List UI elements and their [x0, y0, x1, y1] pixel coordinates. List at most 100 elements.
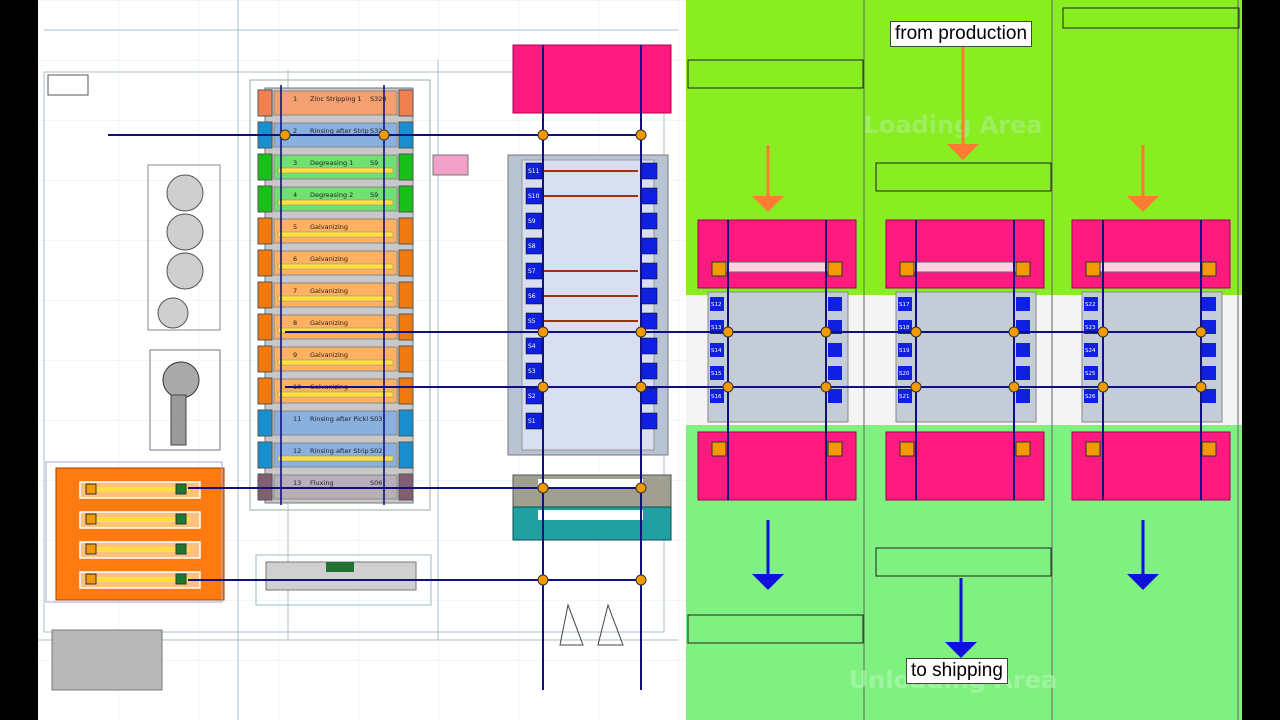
- inbound-arrow-right: [1127, 145, 1159, 212]
- loading-trolley-right: [1015, 261, 1031, 277]
- unloading-trolley-left: [1085, 441, 1101, 457]
- tank-body: [273, 186, 398, 212]
- loading-area-watermark: Loading Area: [864, 111, 1043, 139]
- tank-number: 7: [293, 287, 297, 295]
- slot-marker-right: [828, 297, 842, 311]
- tank-rack-bar: [277, 263, 394, 270]
- tank-body: [273, 378, 398, 404]
- rail-junction-12: [1195, 326, 1207, 338]
- arrow-head: [1127, 574, 1159, 590]
- loading-rack: [903, 261, 1025, 273]
- pretreat-row-1: [79, 481, 201, 499]
- tank-name: Degreasing 1: [310, 159, 353, 167]
- slot-marker-right: [828, 343, 842, 357]
- tank-name: Rinsing after Strip: [310, 447, 369, 455]
- tank-side-left: [257, 89, 273, 117]
- slot-marker-right: [1016, 320, 1030, 334]
- slot-marker-left: [898, 297, 912, 311]
- tank-code: S03: [370, 415, 382, 423]
- tank-rack-bar: [277, 199, 394, 206]
- rail-junction-10: [1008, 326, 1020, 338]
- tank-number: 13: [293, 479, 301, 487]
- tank-side-left: [257, 313, 273, 341]
- slot-label: S7: [528, 268, 536, 275]
- pretreat-trolley-right: [175, 513, 187, 525]
- slot-label: S10: [528, 193, 540, 200]
- slot-marker-right: [640, 187, 658, 205]
- arrow-head: [947, 144, 979, 160]
- station-slot-S20: S20: [898, 366, 1030, 380]
- slot-marker-right: [640, 312, 658, 330]
- loading-rack: [1089, 261, 1211, 273]
- machinery-area: [47, 74, 469, 451]
- tank-number: 12: [293, 447, 301, 455]
- rail-junction-3: [537, 129, 549, 141]
- tank-code: S02: [370, 447, 382, 455]
- station-slot-S12: S12: [710, 297, 842, 311]
- slot-marker-right: [1016, 343, 1030, 357]
- arrow-head: [752, 574, 784, 590]
- tank-name: Fluxing: [310, 479, 334, 487]
- tank-side-right: [398, 441, 414, 469]
- tank-name: Zinc Stripping 1: [310, 95, 362, 103]
- station-slot-S13: S13: [710, 320, 842, 334]
- slot-marker-left: [710, 320, 724, 334]
- rail-junction-21: [537, 482, 549, 494]
- rail-junction-22: [635, 482, 647, 494]
- rail-junction-24: [635, 574, 647, 586]
- tank-side-right: [398, 377, 414, 405]
- station-slot-S25: S25: [1084, 366, 1216, 380]
- slot-marker-left: [898, 366, 912, 380]
- slot-label: S20: [899, 371, 910, 377]
- slot-marker-right: [1016, 389, 1030, 403]
- tank-side-right: [398, 249, 414, 277]
- tank-side-left: [257, 345, 273, 373]
- tank-body: [273, 410, 398, 436]
- slot-marker-right: [640, 362, 658, 380]
- storage-rack: [707, 291, 849, 423]
- rail-junction-18: [1008, 381, 1020, 393]
- tank-name: Galvanizing: [310, 223, 348, 231]
- pretreat-trolley-right: [175, 573, 187, 585]
- slot-label: S6: [528, 293, 536, 300]
- pretreat-trolley-left: [85, 543, 97, 555]
- loading-trolley-right: [827, 261, 843, 277]
- station-slot-S21: S21: [898, 389, 1030, 403]
- slot-marker-right: [1202, 297, 1216, 311]
- tank-side-left: [257, 377, 273, 405]
- loading-rack: [715, 261, 837, 273]
- slot-label: S23: [1085, 325, 1096, 331]
- loading-trolley-left: [1085, 261, 1101, 277]
- station-slot-S22: S22: [1084, 297, 1216, 311]
- slot-marker-right: [828, 366, 842, 380]
- station-slot-S16: S16: [710, 389, 842, 403]
- tank-side-left: [257, 185, 273, 213]
- buffer-slot-S9: S9: [525, 212, 658, 230]
- buffer-slot-S7: S7: [525, 262, 658, 280]
- slot-label: S17: [899, 302, 910, 308]
- loading-trolley-left: [899, 261, 915, 277]
- tank-name: Galvanizing: [310, 351, 348, 359]
- station-slot-S17: S17: [898, 297, 1030, 311]
- pretreat-trolley-left: [85, 573, 97, 585]
- tank-number: 4: [293, 191, 297, 199]
- tank-circle-3: [166, 252, 204, 290]
- pretreat-trolley-right: [175, 543, 187, 555]
- inbound-arrow-left: [752, 145, 784, 212]
- tank-body: [273, 154, 398, 180]
- slot-label: S24: [1085, 348, 1096, 354]
- rail-junction-5: [537, 326, 549, 338]
- tank-side-left: [257, 217, 273, 245]
- outbound-arrow-middle: [945, 578, 977, 658]
- unloading-trolley-right: [1015, 441, 1031, 457]
- station-slot-S19: S19: [898, 343, 1030, 357]
- slot-label: S3: [528, 368, 536, 375]
- buffer-slot-S1: S1: [525, 412, 658, 430]
- slot-marker-right: [640, 212, 658, 230]
- rail-junction-23: [537, 574, 549, 586]
- rail-junction-11: [1097, 326, 1109, 338]
- tank-rack-bar: [277, 455, 394, 462]
